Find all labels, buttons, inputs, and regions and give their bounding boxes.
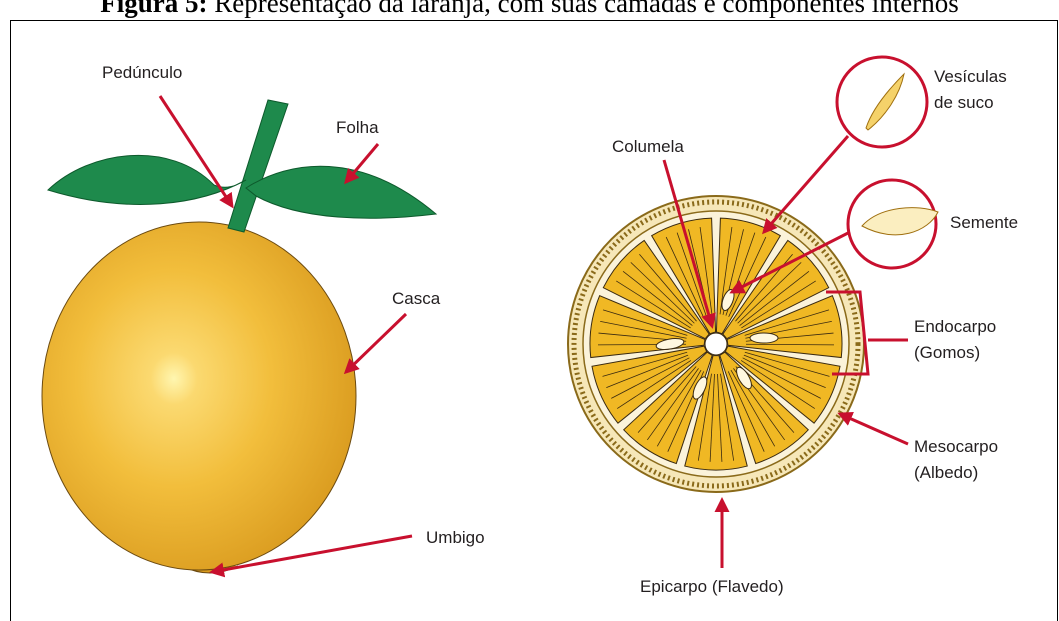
label-columella: Columela	[612, 137, 684, 156]
arrow-peel	[346, 314, 406, 372]
label-mesocarp-2: (Albedo)	[914, 463, 978, 482]
label-epicarp: Epicarpo (Flavedo)	[640, 577, 784, 596]
seed	[750, 333, 778, 343]
arrow-mesocarp	[840, 414, 908, 444]
label-leaf: Folha	[336, 118, 379, 137]
arrow-juice-vesicles	[764, 136, 848, 232]
label-navel: Umbigo	[426, 528, 485, 547]
stem	[228, 100, 288, 232]
label-juice-vesicles-1: Vesículas	[934, 67, 1007, 86]
orange-cross-section	[568, 196, 864, 492]
label-peduncle: Pedúnculo	[102, 63, 182, 82]
orange-body	[42, 222, 356, 570]
label-peel: Casca	[392, 289, 441, 308]
label-juice-vesicles-2: de suco	[934, 93, 994, 112]
label-mesocarp-1: Mesocarpo	[914, 437, 998, 456]
columella	[705, 333, 727, 355]
label-seed: Semente	[950, 213, 1018, 232]
label-endocarp-1: Endocarpo	[914, 317, 996, 336]
right-leaf	[246, 166, 436, 218]
label-endocarp-2: (Gomos)	[914, 343, 980, 362]
whole-orange	[42, 100, 436, 573]
